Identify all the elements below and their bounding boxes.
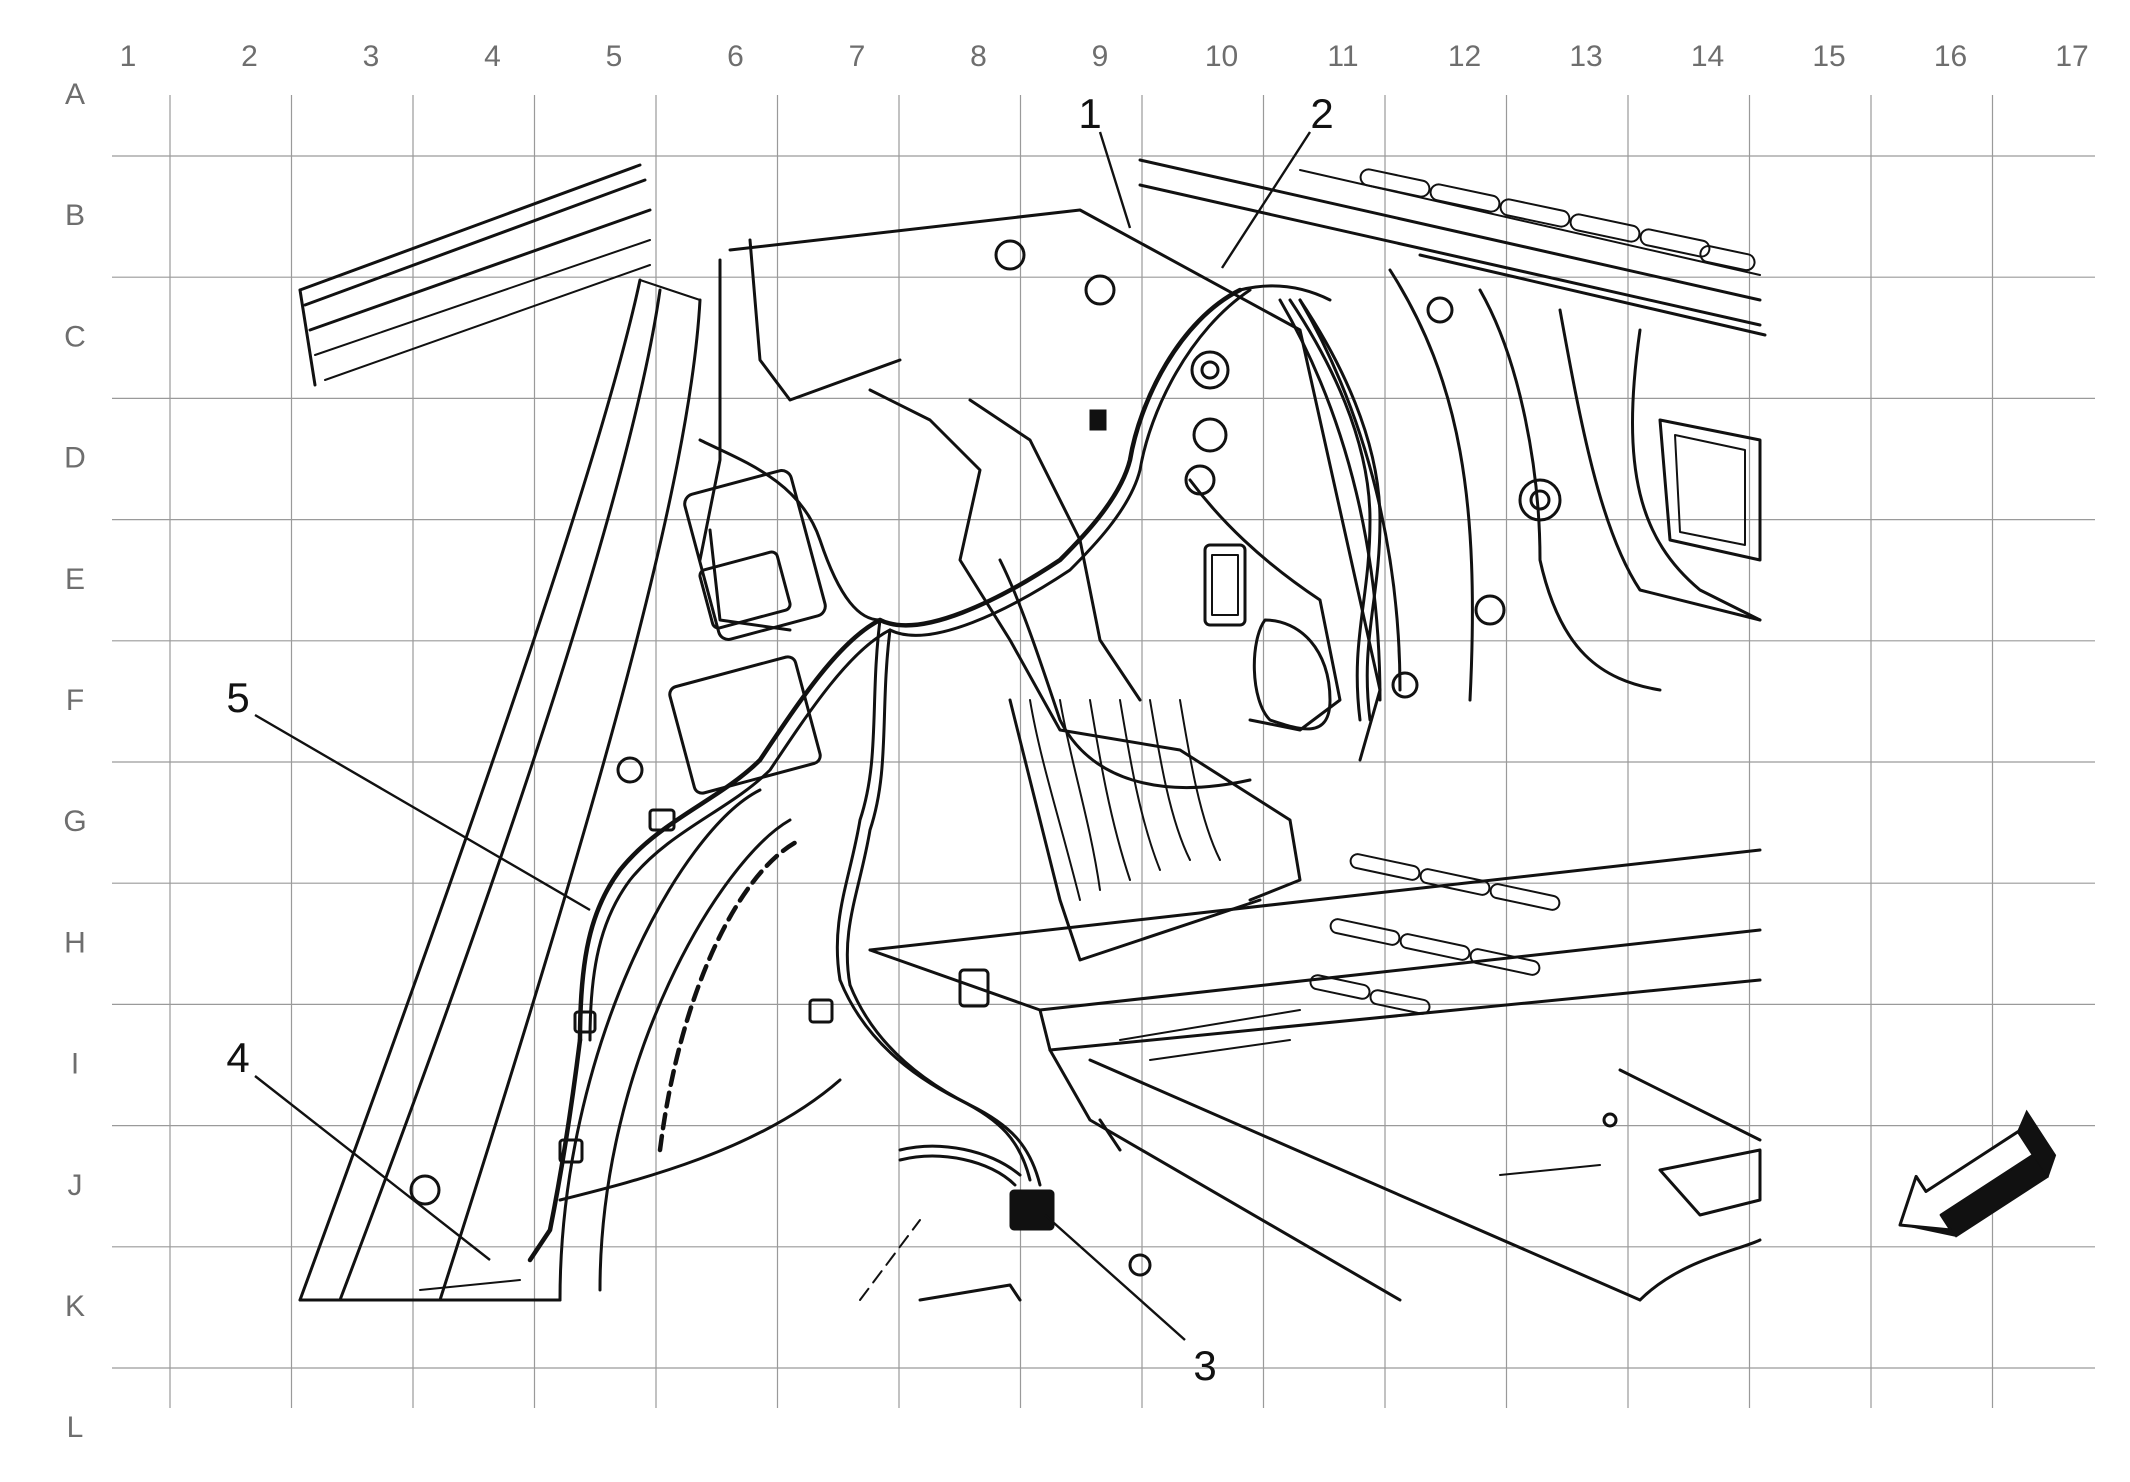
body-grommets — [409, 239, 1618, 1277]
vehicle-body-line-art — [298, 158, 1767, 1302]
grid-column-label: 6 — [727, 40, 744, 73]
leader-3 — [1044, 1214, 1186, 1341]
reference-grid — [112, 95, 2095, 1408]
grid-column-label: 15 — [1812, 40, 1845, 73]
grid-column-label: 17 — [2055, 40, 2088, 73]
harness-connectors — [558, 409, 1247, 1231]
grid-row-label: D — [64, 442, 86, 475]
leader-2 — [1220, 131, 1312, 269]
grid-column-label: 5 — [606, 40, 623, 73]
grid-row-label: E — [65, 563, 85, 596]
callout-numbers: 1 2 3 4 5 — [226, 90, 1333, 1389]
grid-column-label: 16 — [1934, 40, 1967, 73]
grid-row-label: F — [66, 684, 84, 717]
callout-number-5: 5 — [226, 674, 249, 721]
leader-4 — [254, 1075, 491, 1261]
callout-number-3: 3 — [1193, 1342, 1216, 1389]
grid-row-label: L — [67, 1411, 84, 1444]
front-direction-arrow-icon — [1898, 1109, 2057, 1238]
grid-row-label: A — [65, 78, 85, 111]
grid-column-label: 12 — [1448, 40, 1481, 73]
grid-column-label: 3 — [363, 40, 380, 73]
grid-row-label: B — [65, 199, 85, 232]
grid-row-label: K — [65, 1290, 85, 1323]
grid-column-label: 13 — [1569, 40, 1602, 73]
grid-row-label: H — [64, 926, 86, 959]
grid-column-label: 8 — [970, 40, 987, 73]
grid-column-label: 11 — [1327, 40, 1358, 73]
callout-leader-lines — [254, 131, 1312, 1341]
grid-row-label: J — [68, 1169, 83, 1202]
grid-column-label: 7 — [849, 40, 866, 73]
grid-column-label: 9 — [1092, 40, 1109, 73]
callout-number-2: 2 — [1310, 90, 1333, 137]
grid-row-label: G — [63, 805, 86, 838]
grid-row-label: I — [71, 1048, 79, 1081]
grid-column-label: 14 — [1691, 40, 1724, 73]
leader-1 — [1098, 131, 1132, 229]
grid-column-label: 10 — [1205, 40, 1238, 73]
grid-column-label: 1 — [120, 40, 137, 73]
grid-column-label: 4 — [484, 40, 501, 73]
leader-5 — [254, 713, 591, 912]
grid-row-labels: A B C D E F G H I J K L — [63, 78, 86, 1444]
callout-number-1: 1 — [1078, 90, 1101, 137]
grid-column-label: 2 — [241, 40, 258, 73]
callout-number-4: 4 — [226, 1034, 249, 1081]
wiring-harness — [527, 284, 1382, 1263]
grid-row-label: C — [64, 320, 86, 353]
floor-slots — [1309, 853, 1561, 1015]
